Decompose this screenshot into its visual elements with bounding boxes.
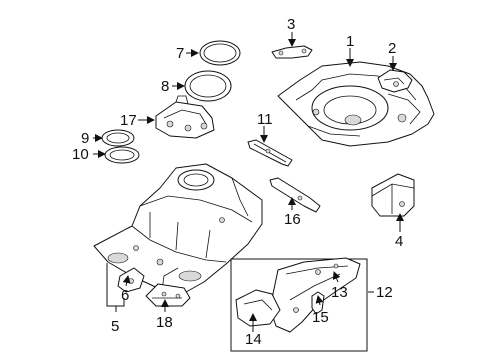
part-bar-16 (269, 177, 321, 213)
part-bracket-4 (371, 173, 415, 217)
callout-numbers: 1 2 3 4 5 6 7 8 9 10 11 12 13 14 15 16 1… (72, 16, 403, 348)
callout-8: 8 (161, 78, 169, 95)
part-rail-11 (247, 139, 293, 167)
part-ring-8 (184, 70, 232, 102)
callout-9: 9 (81, 130, 89, 147)
callout-5: 5 (111, 318, 119, 335)
part-bracket-18 (145, 283, 191, 307)
callout-7: 7 (176, 45, 184, 62)
callout-11: 11 (257, 111, 273, 128)
part-oval-9 (101, 129, 135, 147)
callout-2: 2 (388, 40, 396, 57)
part-bracket-6 (117, 267, 145, 293)
callout-14: 14 (245, 331, 262, 348)
part-ring-7 (199, 40, 241, 66)
callout-13: 13 (331, 284, 348, 301)
part-bracket-3 (271, 45, 313, 59)
callout-12: 12 (376, 284, 393, 301)
callout-17: 17 (120, 112, 137, 129)
callout-18: 18 (156, 314, 173, 331)
part-floor-pan-5 (93, 163, 263, 293)
part-oval-10 (104, 146, 140, 164)
leader-lines (93, 32, 404, 332)
callout-16: 16 (284, 211, 301, 228)
callout-4: 4 (395, 233, 403, 250)
callout-3: 3 (287, 16, 295, 33)
callout-15: 15 (312, 309, 329, 326)
callout-10: 10 (72, 146, 89, 163)
callout-6: 6 (121, 287, 129, 304)
part-rear-floor-pan (277, 61, 435, 147)
part-bracket-assembly-17 (155, 95, 215, 139)
callout-1: 1 (346, 33, 354, 50)
